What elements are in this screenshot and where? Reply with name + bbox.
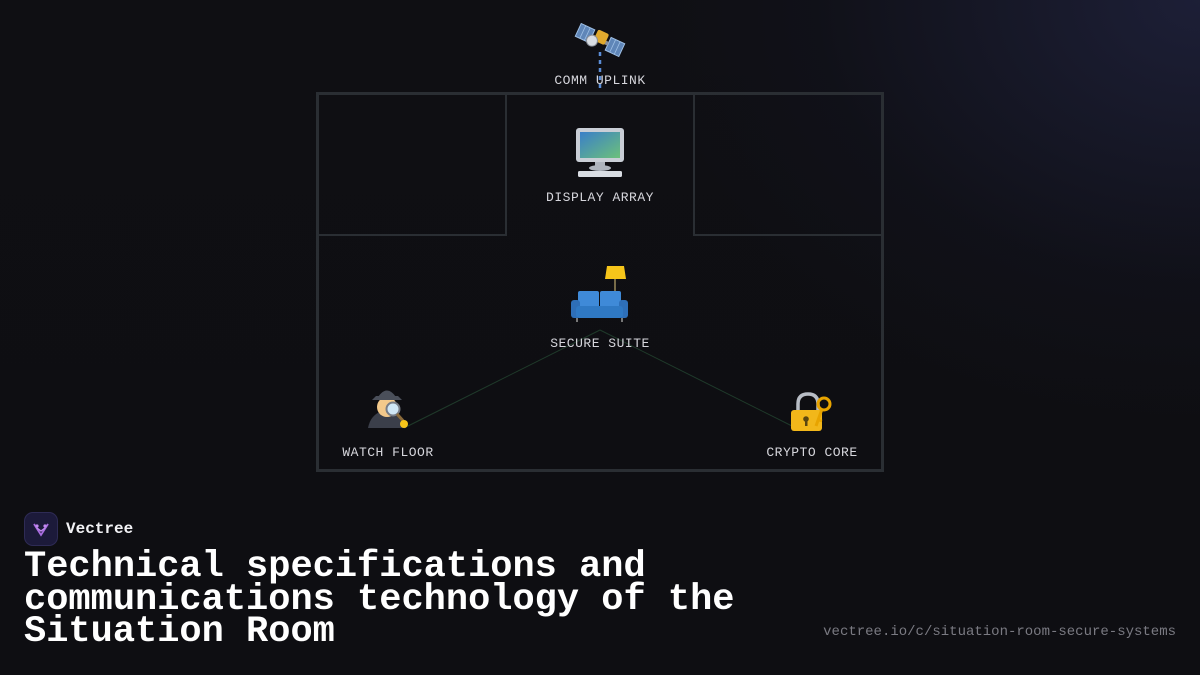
secure-suite-label: SECURE SUITE — [550, 336, 650, 351]
watch-floor-label: WATCH FLOOR — [342, 445, 434, 460]
locked-with-key-icon — [791, 392, 832, 431]
desktop-computer-icon — [576, 128, 624, 177]
brand: Vectree — [24, 512, 133, 546]
link-secure-suite-watch-floor — [403, 329, 601, 429]
vectree-logo-icon — [24, 512, 58, 546]
display-array-label: DISPLAY ARRAY — [546, 190, 654, 205]
comm-uplink-label: COMM UPLINK — [554, 73, 646, 88]
crypto-core-label: CRYPTO CORE — [766, 445, 858, 460]
left-room-wall — [318, 94, 507, 236]
satellite-icon — [574, 22, 626, 58]
right-room-wall — [693, 94, 882, 236]
link-secure-suite-crypto-core — [599, 329, 797, 429]
brand-name: Vectree — [66, 520, 134, 538]
page-title: Technical specifications and communicati… — [24, 546, 735, 653]
outer-wall — [316, 92, 884, 472]
couch-and-lamp-icon — [571, 266, 628, 322]
detective-icon — [368, 390, 408, 428]
source-url: vectree.io/c/situation-room-secure-syste… — [823, 624, 1176, 640]
